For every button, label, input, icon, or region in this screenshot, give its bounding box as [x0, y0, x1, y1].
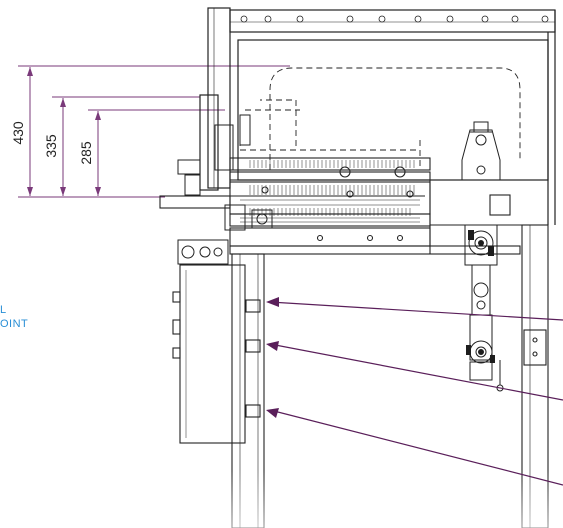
- leader-arrowheads: [266, 297, 279, 418]
- dimension-group: [18, 65, 290, 198]
- side-callout-line2: OINT: [0, 318, 28, 330]
- carriage: [159, 157, 548, 255]
- rack-teeth: [249, 160, 415, 216]
- control-box: [172, 264, 246, 444]
- dimension-arrows: [27, 67, 101, 196]
- dimension-label-285: 285: [78, 141, 94, 165]
- dimension-label-335: 335: [43, 134, 59, 158]
- dimension-label-430: 430: [10, 121, 26, 145]
- bottom-fade: [0, 470, 563, 528]
- side-callout-line1: L: [0, 304, 7, 316]
- hidden-lines: [239, 67, 521, 170]
- leader-lines: [269, 301, 563, 486]
- actuator-dark-parts: [466, 230, 495, 363]
- left-brackets: [177, 114, 273, 265]
- actuator-assembly: [461, 121, 504, 392]
- machine-frame: [199, 7, 556, 225]
